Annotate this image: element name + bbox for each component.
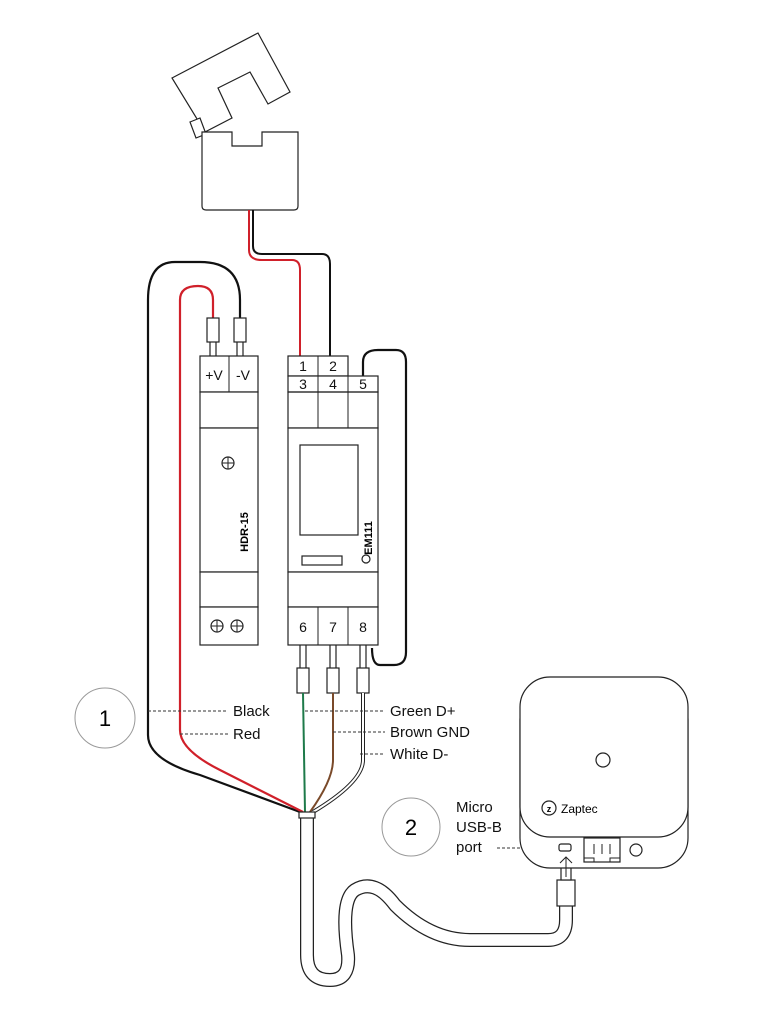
svg-text:port: port <box>456 839 483 856</box>
svg-text:USB-B: USB-B <box>456 819 502 836</box>
clamp-red-wire <box>248 210 301 356</box>
terminal-minus-v: -V <box>236 367 251 383</box>
red-wire <box>178 284 304 813</box>
callout-1 <box>74 687 136 749</box>
brown-wire <box>309 693 334 813</box>
clamp-body <box>201 131 299 211</box>
svg-text:6: 6 <box>299 619 307 635</box>
svg-text:5: 5 <box>359 376 367 392</box>
ferrule <box>206 317 220 343</box>
svg-text:z: z <box>547 804 552 814</box>
label-red: Red <box>233 726 261 743</box>
clamp-black-wire <box>252 210 331 356</box>
zaptec-logo-icon <box>541 800 557 816</box>
label-black: Black <box>233 703 270 720</box>
callout-2 <box>381 797 441 857</box>
svg-text:4: 4 <box>329 376 337 392</box>
green-wire <box>302 692 306 813</box>
meter-display <box>299 444 359 536</box>
clamp-jaw <box>171 32 291 133</box>
svg-text:2: 2 <box>329 358 337 374</box>
power-supply-hdr15: +V -V HDR-15 <box>199 317 259 646</box>
svg-text:1: 1 <box>99 706 111 731</box>
usb-cable <box>301 812 572 986</box>
black-wire <box>146 260 301 814</box>
terminal-plus-v: +V <box>205 367 223 383</box>
svg-text:7: 7 <box>329 619 337 635</box>
svg-text:Micro: Micro <box>456 799 493 816</box>
white-wire <box>312 693 364 813</box>
label-green: Green D+ <box>390 703 456 720</box>
svg-text:1: 1 <box>299 358 307 374</box>
zaptec-device: z Zaptec <box>519 676 689 877</box>
label-brown: Brown GND <box>390 724 470 741</box>
svg-text:2: 2 <box>405 815 417 840</box>
ferrule <box>233 317 247 343</box>
zaptec-brand: Zaptec <box>561 802 598 816</box>
jumper-wire <box>361 348 408 667</box>
usb-plug <box>556 879 576 907</box>
arrow-icon <box>559 856 573 877</box>
svg-text:8: 8 <box>359 619 367 635</box>
hdr15-label: HDR-15 <box>239 512 251 552</box>
label-white: White D- <box>390 746 448 763</box>
svg-text:3: 3 <box>299 376 307 392</box>
current-clamp <box>171 32 299 211</box>
em111-label: EM111 <box>363 521 375 555</box>
micro-usb-port <box>558 843 572 852</box>
energy-meter-em111: 1 2 3 4 5 EM111 6 7 8 <box>287 355 379 694</box>
